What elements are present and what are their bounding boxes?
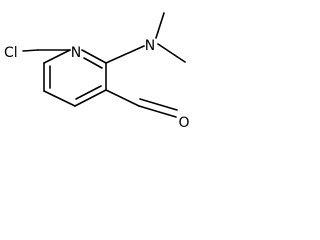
chlorine-label: Cl [4,45,18,61]
bond-cl-c6 [22,49,39,52]
bond-c2-amine [105,45,145,64]
ring-nitrogen-label: N [71,45,81,61]
bond-aldehyde-co-inner [139,98,178,111]
structure-diagram: Cl N N O [4,12,190,128]
bond-amine-methyl-up [155,12,165,39]
bond-c3-aldehyde-c [105,89,140,107]
bond-c3-c4 [74,89,107,107]
bond-c3-c4-inner [75,85,102,100]
bond-n1-c2-inner [83,57,103,69]
bond-c6-n1-diag [43,49,71,64]
bond-n1-c2 [81,49,107,64]
bond-amine-methyl-right [157,43,186,63]
bond-c4-c5 [43,90,76,107]
amine-nitrogen-label: N [145,38,155,54]
aldehyde-oxygen-label: O [178,115,189,128]
bond-lines [22,12,186,118]
bond-aldehyde-co [138,105,177,118]
